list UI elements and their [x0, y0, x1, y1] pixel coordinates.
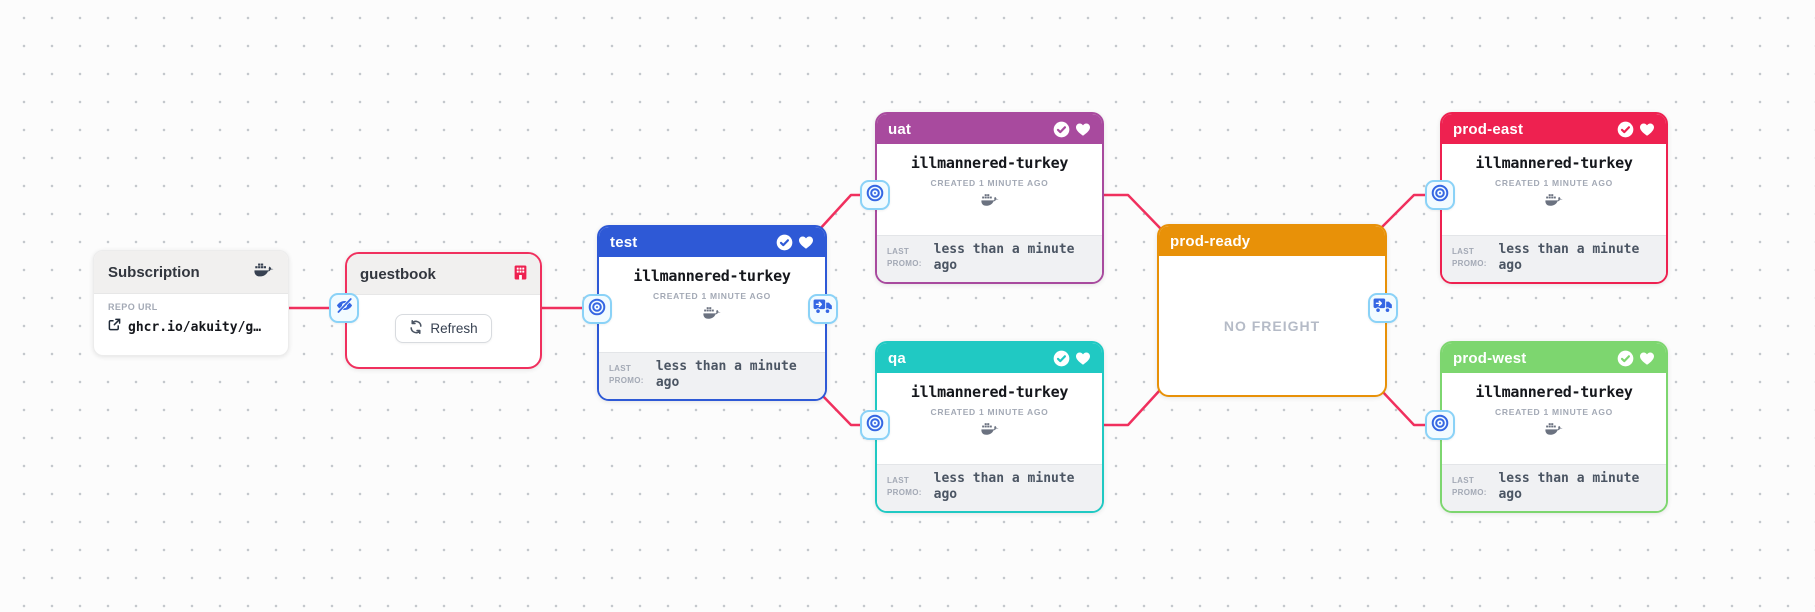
last-promo-value: less than a minute ago — [1498, 471, 1640, 502]
warehouse-body: Refresh — [347, 295, 540, 361]
building-icon — [514, 265, 527, 284]
truck-icon — [1373, 297, 1393, 319]
heart-icon — [1640, 352, 1654, 365]
stage-header: test — [599, 227, 825, 257]
check-circle-icon — [1617, 121, 1634, 137]
repo-url-value[interactable]: ghcr.io/akuity/g… — [128, 319, 262, 335]
stage-prod-ready-promote-port[interactable] — [1368, 293, 1398, 323]
subscription-card[interactable]: Subscription REPO URL ghcr. — [93, 250, 289, 356]
stage-name: prod-east — [1453, 120, 1524, 138]
docker-icon — [980, 422, 999, 441]
subscription-title: Subscription — [108, 263, 200, 281]
docker-icon — [980, 193, 999, 212]
check-circle-icon — [1053, 350, 1070, 366]
stage-header: qa — [877, 343, 1102, 373]
stage-header: prod-east — [1442, 114, 1666, 144]
target-icon — [588, 298, 606, 321]
repo-url-label: REPO URL — [108, 302, 158, 312]
freight-summary: illmannered-turkey CREATED 1 MINUTE AGO — [877, 144, 1102, 235]
freight-created: CREATED 1 MINUTE AGO — [1495, 178, 1613, 188]
freight-created: CREATED 1 MINUTE AGO — [1495, 407, 1613, 417]
last-promo-value: less than a minute ago — [655, 359, 797, 390]
stage-footer: LAST PROMO: less than a minute ago — [1442, 464, 1666, 511]
stage-name: uat — [888, 120, 912, 138]
warehouse-card-guestbook[interactable]: guestbook — [345, 252, 542, 369]
freight-name[interactable]: illmannered-turkey — [910, 383, 1069, 401]
freight-summary: illmannered-turkey CREATED 1 MINUTE AGO — [1442, 373, 1666, 464]
no-freight-label: NO FREIGHT — [1223, 317, 1321, 334]
refresh-button-label: Refresh — [430, 320, 478, 336]
subscription-hidden-toggle[interactable] — [329, 293, 359, 323]
stage-header: prod-ready — [1159, 226, 1385, 256]
check-circle-icon — [776, 234, 793, 250]
target-icon — [1431, 414, 1449, 437]
docker-icon — [254, 262, 274, 282]
stage-footer: LAST PROMO: less than a minute ago — [1442, 235, 1666, 282]
stage-card-uat[interactable]: uat illmannered-turkey CREATED 1 MINUTE … — [875, 112, 1104, 284]
last-promo-label: LAST PROMO: — [609, 364, 644, 385]
target-icon — [866, 184, 884, 207]
stage-name: prod-ready — [1170, 232, 1251, 250]
heart-icon — [1640, 123, 1654, 136]
target-icon — [1431, 184, 1449, 207]
docker-icon — [1545, 422, 1563, 441]
freight-created: CREATED 1 MINUTE AGO — [930, 407, 1049, 417]
freight-created: CREATED 1 MINUTE AGO — [930, 178, 1049, 188]
last-promo-value: less than a minute ago — [1498, 242, 1640, 273]
stage-footer: LAST PROMO: less than a minute ago — [877, 464, 1102, 511]
stage-prod-east-input-port[interactable] — [1425, 180, 1455, 210]
freight-name[interactable]: illmannered-turkey — [1475, 154, 1633, 172]
stage-header: uat — [877, 114, 1102, 144]
stage-test-promote-port[interactable] — [808, 294, 838, 324]
stage-name: qa — [888, 349, 906, 367]
external-link-icon — [108, 318, 121, 336]
stage-uat-input-port[interactable] — [860, 180, 890, 210]
stage-card-qa[interactable]: qa illmannered-turkey CREATED 1 MINUTE A… — [875, 341, 1104, 513]
heart-icon — [1076, 352, 1090, 365]
stage-test-input-port[interactable] — [582, 294, 612, 324]
last-promo-label: LAST PROMO: — [1452, 476, 1487, 497]
truck-icon — [813, 298, 833, 320]
docker-icon — [703, 306, 721, 325]
subscription-body: REPO URL ghcr.io/akuity/g… — [94, 294, 288, 336]
target-icon — [866, 414, 884, 437]
last-promo-label: LAST PROMO: — [887, 476, 922, 497]
refresh-icon — [409, 319, 423, 337]
freight-name[interactable]: illmannered-turkey — [910, 154, 1069, 172]
freight-name[interactable]: illmannered-turkey — [633, 267, 791, 285]
freight-summary: illmannered-turkey CREATED 1 MINUTE AGO — [1442, 144, 1666, 235]
heart-icon — [1076, 123, 1090, 136]
stage-header: prod-west — [1442, 343, 1666, 373]
stage-card-prod-ready[interactable]: prod-ready NO FREIGHT — [1157, 224, 1387, 397]
check-circle-icon — [1617, 350, 1634, 366]
freight-summary: illmannered-turkey CREATED 1 MINUTE AGO — [877, 373, 1102, 464]
subscription-header: Subscription — [94, 251, 288, 294]
freight-summary: illmannered-turkey CREATED 1 MINUTE AGO — [599, 257, 825, 352]
stage-qa-input-port[interactable] — [860, 410, 890, 440]
refresh-button[interactable]: Refresh — [395, 313, 492, 343]
check-circle-icon — [1053, 121, 1070, 137]
stage-prod-west-input-port[interactable] — [1425, 410, 1455, 440]
last-promo-value: less than a minute ago — [933, 471, 1075, 502]
stage-footer: LAST PROMO: less than a minute ago — [599, 352, 825, 399]
edge-uat-to-prod-ready — [1098, 193, 1162, 230]
warehouse-name: guestbook — [360, 265, 436, 283]
stage-card-test[interactable]: test illmannered-turkey CREATED 1 MINUTE… — [597, 225, 827, 401]
docker-icon — [1545, 193, 1563, 212]
stage-card-prod-west[interactable]: prod-west illmannered-turkey CREATED 1 M… — [1440, 341, 1668, 513]
last-promo-label: LAST PROMO: — [1452, 247, 1487, 268]
stage-name: prod-west — [1453, 349, 1527, 367]
last-promo-value: less than a minute ago — [933, 242, 1075, 273]
stage-name: test — [610, 233, 638, 251]
heart-icon — [799, 236, 813, 249]
last-promo-label: LAST PROMO: — [887, 247, 922, 268]
edge-qa-to-prod-ready — [1098, 388, 1162, 427]
freight-name[interactable]: illmannered-turkey — [1475, 383, 1633, 401]
warehouse-header: guestbook — [347, 254, 540, 295]
stage-card-prod-east[interactable]: prod-east illmannered-turkey CREATED 1 M… — [1440, 112, 1668, 284]
stage-footer: LAST PROMO: less than a minute ago — [877, 235, 1102, 282]
freight-created: CREATED 1 MINUTE AGO — [653, 291, 771, 301]
eye-slash-icon — [335, 296, 354, 320]
